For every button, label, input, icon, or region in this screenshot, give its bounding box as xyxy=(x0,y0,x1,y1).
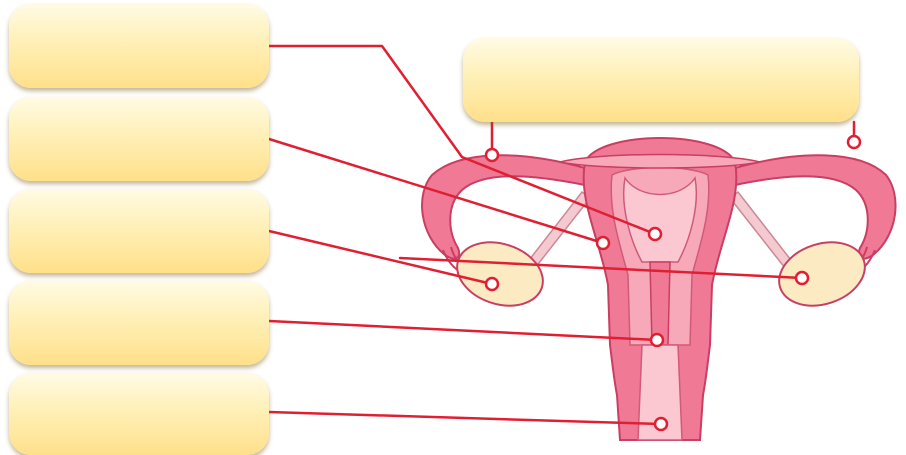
marker-ovary-right xyxy=(796,272,808,284)
leader-line-5 xyxy=(269,412,661,424)
marker-ovary-left xyxy=(486,278,498,290)
fallopian-tube-right xyxy=(735,155,896,258)
leader-line-4 xyxy=(269,321,657,340)
marker-tube-right xyxy=(848,136,860,148)
marker-uterine-wall xyxy=(597,237,609,249)
label-box-2[interactable] xyxy=(9,97,269,181)
label-box-3[interactable] xyxy=(9,189,269,273)
label-box-5[interactable] xyxy=(9,373,269,455)
marker-cervix xyxy=(651,334,663,346)
marker-uterine-cavity xyxy=(649,228,661,240)
ovarian-ligament-right xyxy=(730,192,794,268)
label-box-6[interactable] xyxy=(463,38,859,122)
cervical-canal xyxy=(650,262,670,345)
label-box-4[interactable] xyxy=(9,281,269,365)
marker-vagina xyxy=(655,418,667,430)
ovary-right xyxy=(771,232,873,316)
uterine-fundus-line xyxy=(560,155,760,169)
ovary-left xyxy=(449,232,551,316)
label-box-1[interactable] xyxy=(9,4,269,88)
marker-tube-left xyxy=(486,149,498,161)
